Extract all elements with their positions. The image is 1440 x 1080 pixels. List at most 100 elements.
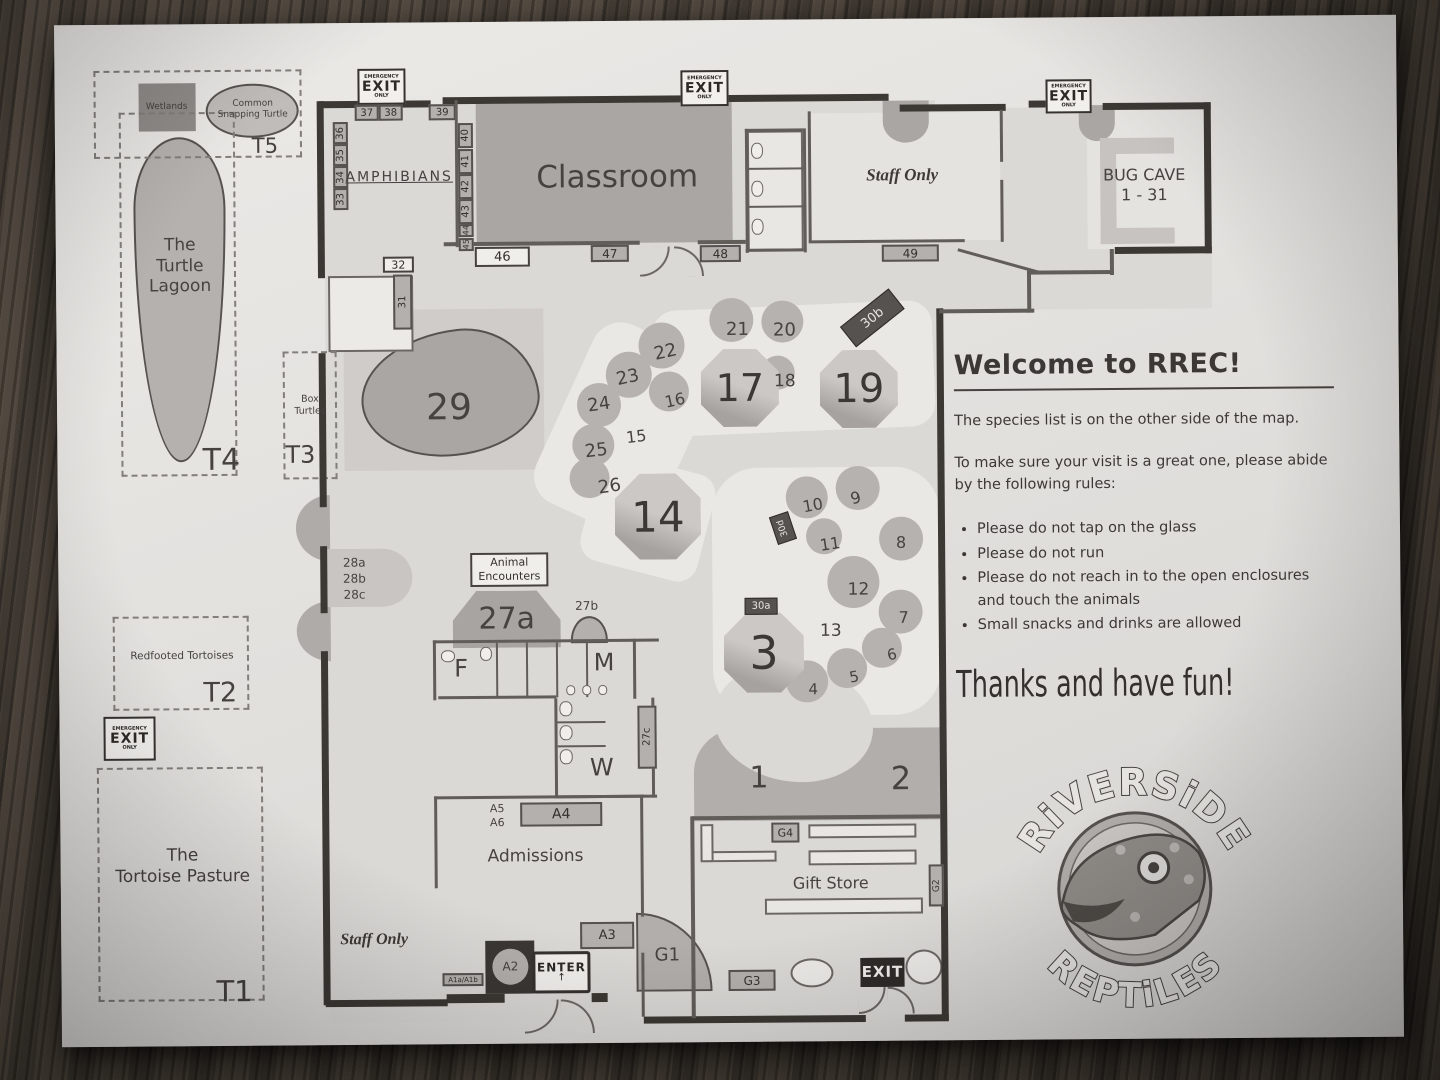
label-t4: T4 xyxy=(202,442,241,478)
tag-text: 47 xyxy=(602,246,618,261)
tag-30a: 30a xyxy=(744,597,778,615)
wall xyxy=(643,1014,866,1024)
label-the-tortoise-pasture: The Tortoise Pasture xyxy=(115,845,251,887)
tag-text: 30a xyxy=(751,600,771,612)
tag-g2: G2 xyxy=(928,864,944,907)
tag-g3: G3 xyxy=(728,969,776,992)
boxed-label-text: Animal Encounters xyxy=(478,555,541,583)
tag-text: A1a/A1b xyxy=(448,975,478,984)
tag-text: A3 xyxy=(598,927,616,944)
tag-text: 33 xyxy=(335,192,347,206)
interior-wall xyxy=(744,128,803,132)
interior-wall xyxy=(1028,269,1114,275)
gecko-icon xyxy=(1060,833,1206,941)
enclosure-number: 19 xyxy=(833,365,885,413)
label-25: 25 xyxy=(583,438,609,463)
interior-wall xyxy=(999,109,1004,162)
label-2: 2 xyxy=(890,759,912,798)
tag-a1a-a1b: A1a/A1b xyxy=(442,972,484,987)
tag-text: A4 xyxy=(551,806,571,823)
label-a5: A5 xyxy=(489,802,505,816)
tag-43: 43 xyxy=(458,198,474,225)
label-the-turtle-lagoon: The Turtle Lagoon xyxy=(148,235,212,297)
tag-27c: 27c xyxy=(637,705,657,769)
wall xyxy=(318,353,327,508)
interior-wall xyxy=(632,638,637,699)
label-20: 20 xyxy=(772,319,796,341)
tag-text: 32 xyxy=(391,258,406,272)
tag-a3: A3 xyxy=(580,921,635,950)
toilet-icon xyxy=(750,142,764,159)
interior-wall xyxy=(525,642,529,698)
label-26: 26 xyxy=(596,474,623,499)
welcome-para-1: The species list is on the other side of… xyxy=(954,410,1300,430)
display-oval xyxy=(905,949,943,985)
tag-text: G3 xyxy=(743,973,761,988)
tag-44: 44 xyxy=(458,223,474,238)
interior-wall xyxy=(432,640,437,701)
tag-text: 31 xyxy=(397,295,409,309)
tag-text: 45 xyxy=(461,239,471,250)
label-12: 12 xyxy=(847,579,870,600)
label-a6: A6 xyxy=(489,816,505,830)
wall xyxy=(316,101,326,279)
label-15: 15 xyxy=(625,425,648,448)
interior-wall xyxy=(697,239,746,245)
shelf xyxy=(700,824,714,863)
tag-47: 47 xyxy=(590,244,629,263)
tag-text: 40 xyxy=(459,129,471,142)
area-28 xyxy=(325,548,413,608)
tag-text: 30d xyxy=(775,518,791,538)
welcome-title: Welcome to RREC! xyxy=(953,347,1334,392)
label-staff-only: Staff Only xyxy=(340,930,409,949)
tag-text: 41 xyxy=(460,155,472,168)
interior-wall xyxy=(641,952,645,1017)
toilet-icon xyxy=(559,725,573,741)
tag-text: 37 xyxy=(360,107,374,119)
wall xyxy=(325,999,448,1008)
tag-text: 44 xyxy=(461,225,471,236)
tag-text: 39 xyxy=(435,106,449,118)
wall xyxy=(320,546,328,614)
tag-49: 49 xyxy=(881,244,939,262)
shelf xyxy=(702,850,777,863)
label-24: 24 xyxy=(586,392,612,417)
label-28b: 28b xyxy=(342,571,366,586)
tag-33: 33 xyxy=(333,187,349,211)
logo-text-bottom: REPTiLES xyxy=(1040,942,1232,1017)
exit-sign: EXIT xyxy=(860,957,905,987)
tag-35: 35 xyxy=(332,143,349,167)
wall xyxy=(1114,246,1212,254)
rule-item: Small snacks and drinks are allowed xyxy=(978,611,1336,636)
label-animal-encounters: Animal Encounters xyxy=(470,552,549,588)
tag-text: 49 xyxy=(902,246,919,261)
paper-map-sheet: Welcome to RREC! The species list is on … xyxy=(54,14,1404,1048)
tag-37: 37 xyxy=(354,104,379,121)
interior-wall xyxy=(745,248,804,252)
sign-text: ↑ xyxy=(557,972,566,984)
tag-46: 46 xyxy=(474,246,530,267)
interior-wall xyxy=(939,308,1035,314)
tag-text: 46 xyxy=(493,249,511,265)
thanks-message: Thanks and have fun! xyxy=(956,659,1235,706)
rules-list: Please do not tap on the glassPlease do … xyxy=(959,515,1336,636)
tag-text: 48 xyxy=(712,246,729,261)
toilet-icon xyxy=(582,685,592,696)
toilet-icon xyxy=(751,180,764,197)
label-21: 21 xyxy=(725,318,749,341)
label-10: 10 xyxy=(801,493,825,517)
interior-wall xyxy=(557,744,606,748)
sign-text: ONLY xyxy=(374,92,389,99)
label-1: 1 xyxy=(749,760,769,796)
label-t3: T3 xyxy=(285,440,316,469)
enclosure-19: 19 xyxy=(820,350,899,429)
tag-text: 43 xyxy=(460,205,472,218)
label-13: 13 xyxy=(819,620,842,641)
label-box-turtles: Box Turtles xyxy=(294,393,326,417)
door-swing-arc xyxy=(524,999,559,1034)
sign-text: ONLY xyxy=(122,744,137,751)
tag-text: 35 xyxy=(334,148,347,162)
toilet-icon xyxy=(479,646,493,661)
